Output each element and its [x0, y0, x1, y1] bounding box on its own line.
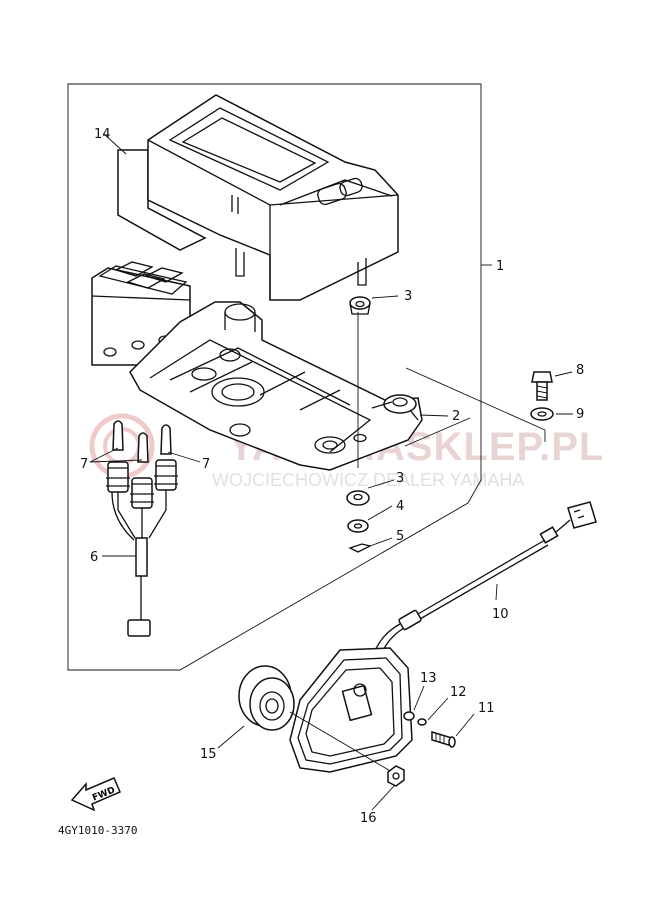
callout-4: 4 — [396, 499, 404, 514]
callout-3-bottom: 3 — [396, 471, 404, 486]
callout-7-right: 7 — [202, 457, 210, 472]
callout-14: 13 — [420, 671, 437, 686]
mount-hardware — [346, 296, 372, 553]
callout-3-top: 3 — [404, 289, 412, 304]
callout-8: 14 — [94, 127, 111, 142]
leader-lines — [89, 133, 573, 811]
grommet-top — [349, 296, 371, 310]
fwd-arrow-icon: FWD — [70, 777, 121, 812]
socket-left — [106, 461, 130, 493]
washer — [347, 519, 369, 533]
callout-7-left: 7 — [80, 457, 88, 472]
callout-11: 10 — [492, 607, 509, 622]
socket-center — [130, 477, 154, 509]
wire-harness — [106, 459, 178, 637]
callout-13: 12 — [450, 685, 467, 700]
gear-unit — [238, 647, 456, 787]
grommet-bottom — [346, 490, 370, 506]
callout-10: 9 — [576, 407, 584, 422]
callout-2: 2 — [452, 409, 460, 424]
bulbs — [112, 420, 172, 463]
assembly-boundary — [67, 83, 482, 671]
callout-1: 1 — [496, 259, 504, 274]
speedometer-cable — [371, 501, 597, 665]
meter-cover — [117, 94, 399, 301]
callout-16: 16 — [360, 811, 377, 826]
callout-6: 6 — [90, 550, 98, 565]
watermark-sub: WOJCIECHOWICZ DEALER YAMAHA — [212, 470, 524, 490]
meter-bracket — [129, 301, 423, 471]
callout-15: 15 — [200, 747, 217, 762]
callouts: 14 1 3 2 3 4 5 7 7 6 8 9 10 13 12 11 15 … — [80, 127, 584, 826]
callout-9: 8 — [576, 363, 584, 378]
callout-12: 11 — [478, 701, 495, 716]
side-hardware — [404, 367, 554, 447]
clip — [348, 543, 372, 553]
callout-5: 5 — [396, 529, 404, 544]
socket-right — [154, 459, 178, 491]
part-code: 4GY1010-3370 — [58, 824, 137, 837]
